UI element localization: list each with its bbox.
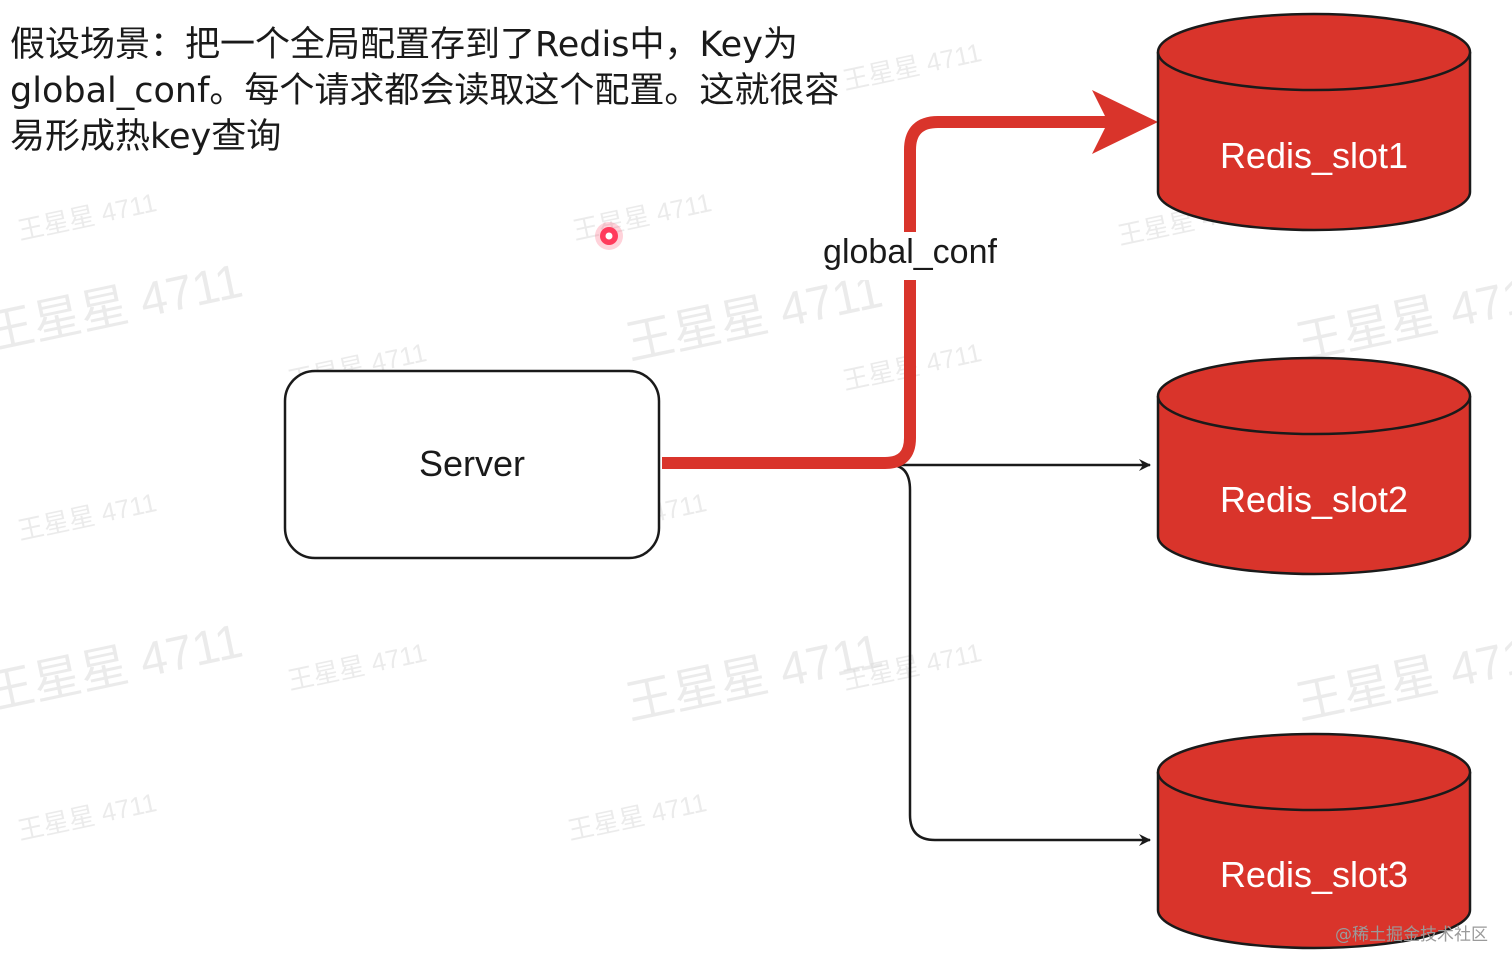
watermark-text: 王星星 4711: [15, 487, 159, 546]
watermark-text: 王星星 4711: [565, 787, 709, 846]
redis-node-slot2[interactable]: Redis_slot2: [1156, 356, 1472, 576]
watermark-text: 王星星 4711: [840, 37, 984, 96]
hot-key-path: [662, 116, 1108, 469]
server-node[interactable]: Server: [283, 369, 661, 560]
site-watermark: @稀土掘金技术社区: [1335, 925, 1488, 945]
watermark-text: 王星星 4711: [15, 187, 159, 246]
redis-node-label: Redis_slot2: [1220, 479, 1408, 520]
connector-to-slot3: [889, 463, 1151, 846]
redis-node-label: Redis_slot1: [1220, 135, 1408, 176]
watermark-text: 王星星 4711: [570, 187, 714, 246]
redis-node-slot1[interactable]: Redis_slot1: [1156, 12, 1472, 232]
hot-key-label: global_conf: [823, 233, 997, 271]
redis-node-label: Redis_slot3: [1220, 854, 1408, 895]
watermark-text: 王星星 4711: [285, 637, 429, 696]
scenario-caption: 假设场景：把一个全局配置存到了Redis中，Key为global_conf。每个…: [10, 25, 840, 157]
watermark-text: 王星星 4711: [1291, 625, 1512, 731]
server-label: Server: [419, 443, 525, 484]
laser-pointer-dot: [595, 222, 623, 250]
watermark-text: 王星星 4711: [15, 787, 159, 846]
watermark-text: 王星星 4711: [0, 615, 247, 721]
watermark-text: 王星星 4711: [0, 255, 247, 361]
redis-node-slot3[interactable]: Redis_slot3: [1156, 732, 1472, 950]
watermark-text: 王星星 4711: [621, 265, 887, 371]
hot-key-label-bg: [808, 232, 1012, 280]
hot-key-arrowhead: [1092, 90, 1158, 154]
watermark-text: 王星星 4711: [1291, 265, 1512, 371]
